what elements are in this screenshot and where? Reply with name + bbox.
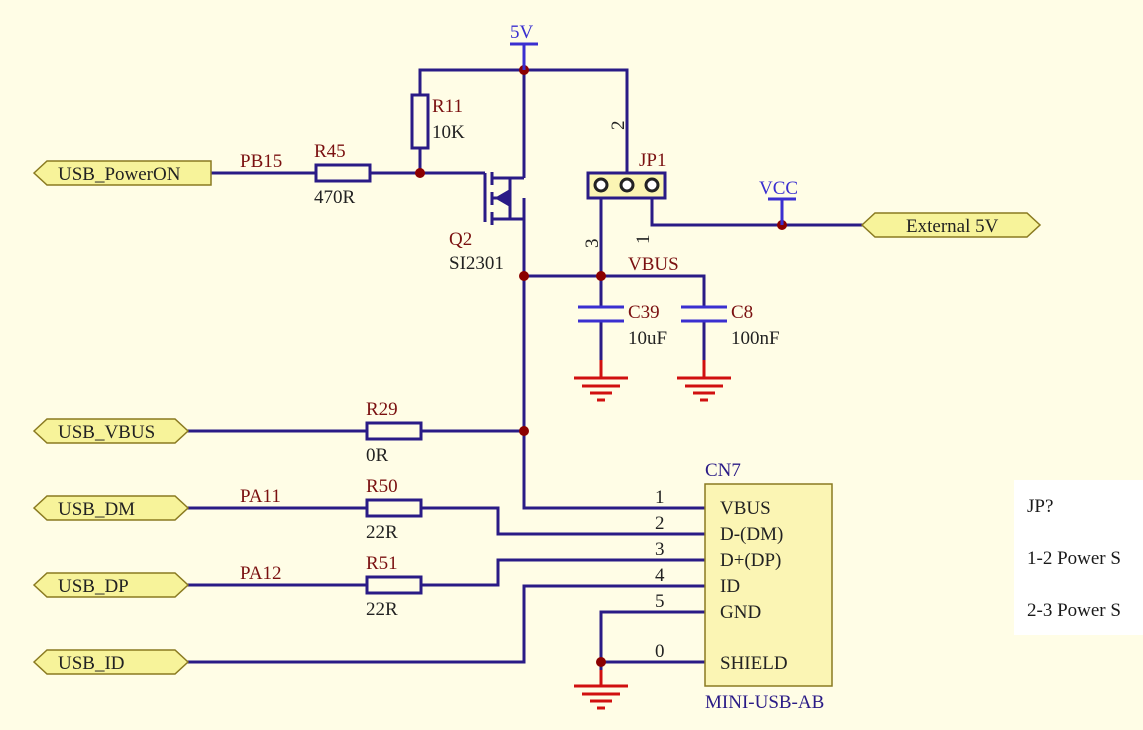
port-usb-dm-label: USB_DM <box>58 499 135 520</box>
cn7-pin-3-number: 3 <box>655 539 665 560</box>
legend-line-1-2: 1-2 Power S <box>1027 548 1121 569</box>
resistor-r29: R29 0R <box>365 399 423 466</box>
port-usb-dm: USB_DM <box>32 495 190 521</box>
port-external-5v: External 5V <box>860 212 1042 238</box>
jumper-legend-note: JP? 1-2 Power S 2-3 Power S <box>1014 480 1143 635</box>
wires <box>186 68 864 688</box>
resistor-r11: R11 10K <box>410 93 465 150</box>
capacitor-c39: C39 10uF <box>578 302 667 349</box>
cn7-value: MINI-USB-AB <box>705 692 824 713</box>
r51-value: 22R <box>366 599 398 620</box>
ground-symbol-cn7 <box>574 670 628 710</box>
port-usb-poweron: USB_PowerON <box>32 160 212 186</box>
r45-ref: R45 <box>314 141 346 162</box>
resistor-r51: R51 22R <box>365 553 423 620</box>
port-usb-id-label: USB_ID <box>58 653 125 674</box>
port-usb-dp-label: USB_DP <box>58 576 129 597</box>
port-usb-dp: USB_DP <box>32 572 190 598</box>
jp1-pin-1: 1 <box>633 235 654 245</box>
jp1-ref: JP1 <box>639 150 666 171</box>
mosfet-q2: Q2 SI2301 <box>449 123 526 274</box>
q2-value: SI2301 <box>449 253 504 274</box>
net-vcc-label: VCC <box>759 178 798 199</box>
ground-symbol-c39 <box>574 360 628 402</box>
jp1-pin-3: 3 <box>582 239 603 249</box>
r29-value: 0R <box>366 445 389 466</box>
port-external-5v-label: External 5V <box>906 216 999 237</box>
port-usb-poweron-label: USB_PowerON <box>58 164 181 185</box>
r51-ref: R51 <box>366 553 398 574</box>
resistor-r45: R45 470R <box>314 141 372 208</box>
power-5v-symbol: 5V <box>510 22 538 70</box>
net-vbus-label: VBUS <box>628 254 679 275</box>
jumper-jp1: JP1 2 3 1 <box>582 121 667 249</box>
c39-ref: C39 <box>628 302 660 323</box>
q2-ref: Q2 <box>449 229 472 250</box>
connector-cn7: CN7 MINI-USB-AB 1 VBUS 2 D-(DM) 3 D+(DP)… <box>655 460 833 713</box>
net-pa12-label: PA12 <box>240 563 282 584</box>
net-5v-label: 5V <box>510 22 534 43</box>
cn7-pin-4-number: 4 <box>655 565 665 586</box>
c8-value: 100nF <box>731 328 780 349</box>
cn7-pin-5-number: 5 <box>655 591 665 612</box>
cn7-ref: CN7 <box>705 460 741 481</box>
r29-ref: R29 <box>366 399 398 420</box>
c8-ref: C8 <box>731 302 753 323</box>
r50-value: 22R <box>366 522 398 543</box>
cn7-pin-5-name: GND <box>720 602 761 623</box>
port-usb-vbus-label: USB_VBUS <box>58 422 155 443</box>
cn7-pin-4-name: ID <box>720 576 740 597</box>
cn7-pin-3-name: D+(DP) <box>720 550 781 571</box>
port-usb-id: USB_ID <box>32 649 190 675</box>
r11-value: 10K <box>432 122 465 143</box>
c39-value: 10uF <box>628 328 667 349</box>
power-vcc-symbol: VCC <box>759 178 798 225</box>
r50-ref: R50 <box>366 476 398 497</box>
legend-title: JP? <box>1027 496 1054 517</box>
cn7-pin-1-name: VBUS <box>720 498 771 519</box>
r45-value: 470R <box>314 187 356 208</box>
cn7-pin-2-number: 2 <box>655 513 665 534</box>
cn7-pin-0-number: 0 <box>655 641 665 662</box>
jp1-pin-2: 2 <box>608 121 629 131</box>
cn7-pin-2-name: D-(DM) <box>720 524 783 545</box>
net-pa11-label: PA11 <box>240 486 281 507</box>
ground-symbol-c8 <box>677 360 731 402</box>
legend-line-2-3: 2-3 Power S <box>1027 600 1121 621</box>
r11-ref: R11 <box>432 96 463 117</box>
capacitor-c8: C8 100nF <box>681 302 780 349</box>
cn7-pin-0-name: SHIELD <box>720 653 788 674</box>
cn7-pin-1-number: 1 <box>655 487 665 508</box>
port-usb-vbus: USB_VBUS <box>32 418 190 444</box>
resistor-r50: R50 22R <box>365 476 423 543</box>
net-pb15-label: PB15 <box>240 151 282 172</box>
